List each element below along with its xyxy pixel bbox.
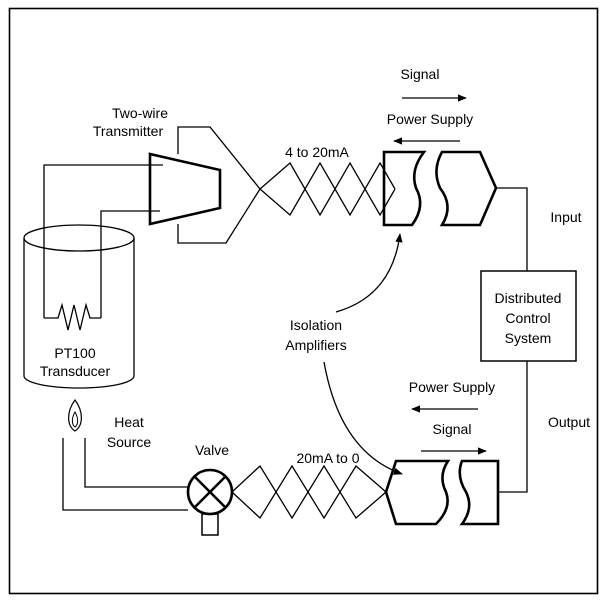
current-top-label: 4 to 20mA	[285, 144, 349, 160]
dcs-box	[480, 270, 577, 362]
dcs-label-1: Distributed	[495, 290, 562, 306]
output-line	[498, 361, 528, 493]
isolation-pointer-top	[335, 233, 403, 313]
isolation-amplifier-bottom	[384, 459, 500, 526]
pt100-transducer	[23, 224, 135, 389]
current-bottom-label: 20mA to 0	[296, 450, 359, 466]
power-supply-top-label: Power Supply	[387, 111, 473, 127]
transmitter-label-1: Two-wire	[112, 105, 168, 121]
transducer-label-1: PT100	[54, 345, 95, 361]
transmitter-body	[148, 152, 222, 226]
isolation-pointer-bottom	[323, 361, 403, 475]
diagram-frame	[8, 7, 599, 595]
output-label: Output	[548, 414, 590, 430]
heat-label-2: Source	[107, 434, 152, 450]
isolation-label-2: Amplifiers	[285, 337, 346, 353]
signal-top-label: Signal	[401, 66, 440, 82]
transducer-label-2: Transducer	[40, 363, 111, 379]
signal-bottom-label: Signal	[433, 421, 472, 437]
isolation-amplifier-top	[382, 150, 498, 227]
input-line	[496, 187, 528, 271]
heat-source	[62, 398, 188, 511]
isolation-label-1: Isolation	[290, 317, 342, 333]
heat-label-1: Heat	[114, 414, 144, 430]
twisted-pair-bottom	[231, 464, 387, 520]
dcs-label-2: Control	[505, 310, 550, 326]
transmitter-wiring	[177, 126, 261, 244]
power-supply-bottom-label: Power Supply	[409, 379, 495, 395]
dcs-label-3: System	[505, 330, 552, 346]
twisted-pair-top	[259, 161, 396, 217]
valve-symbol	[186, 468, 234, 536]
resistor-wiring	[43, 164, 163, 331]
input-label: Input	[550, 209, 581, 225]
transmitter-label-2: Transmitter	[93, 123, 164, 139]
valve-label: Valve	[195, 442, 229, 458]
